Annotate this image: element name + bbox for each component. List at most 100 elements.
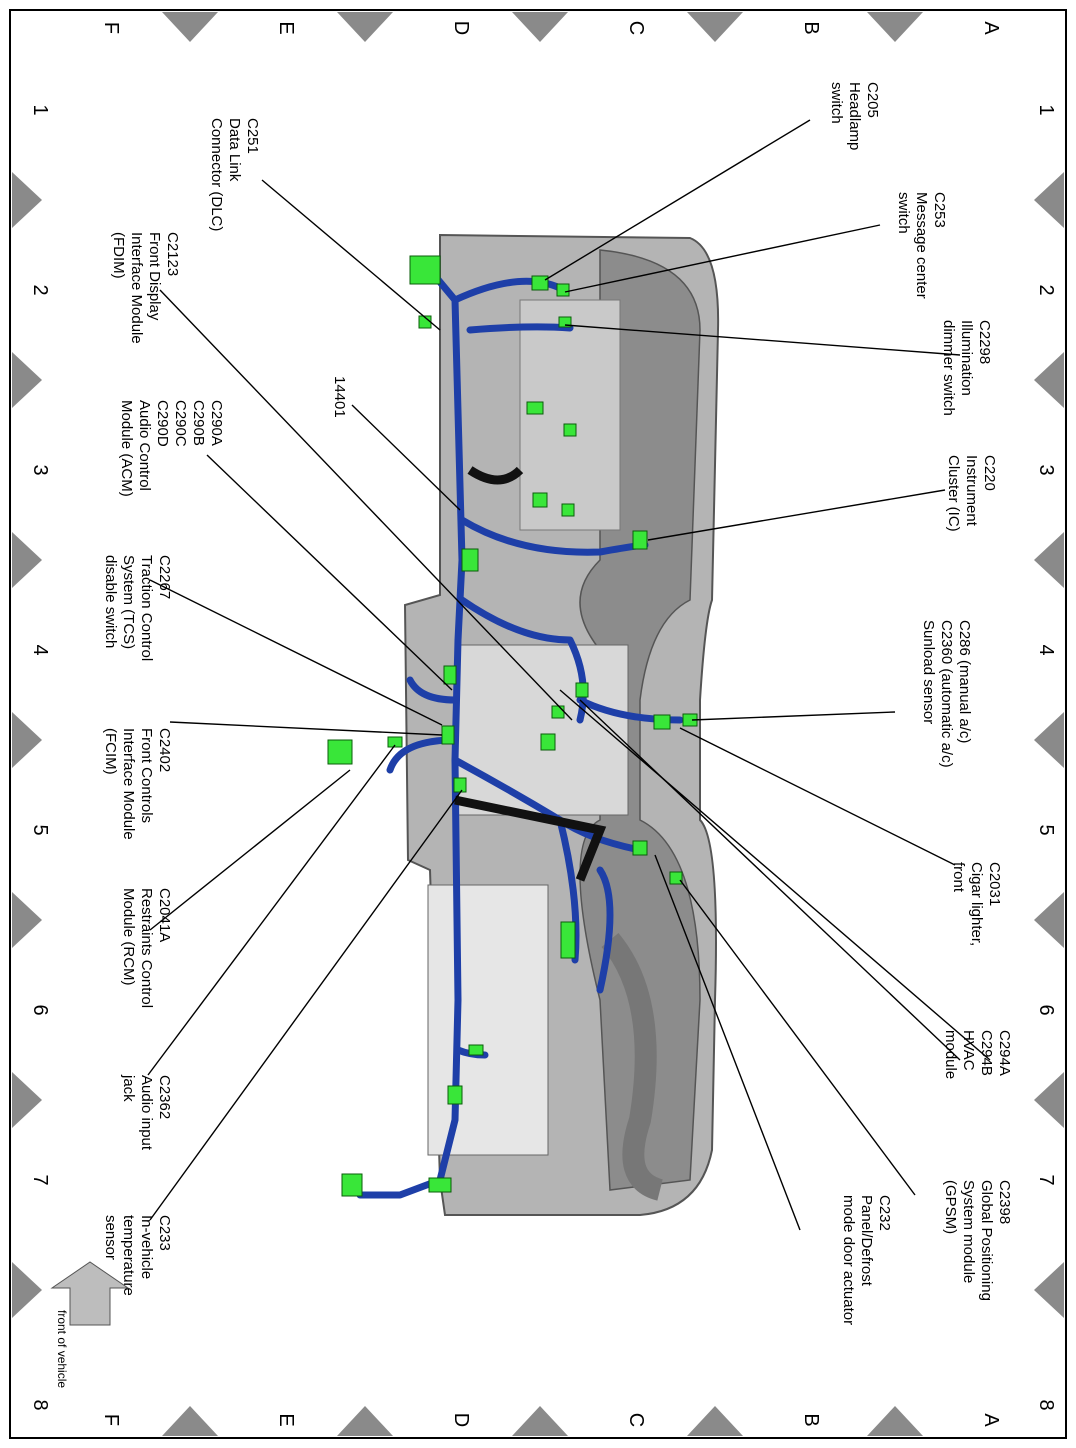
callout-line: sensor bbox=[102, 1215, 119, 1260]
front-arrow-icon bbox=[50, 1261, 130, 1326]
connector bbox=[531, 275, 549, 291]
connector bbox=[526, 401, 544, 415]
callout-line: Cluster (IC) bbox=[945, 455, 962, 532]
grid-marker bbox=[1034, 352, 1064, 408]
callout-line: dimmer switch bbox=[940, 320, 957, 416]
callout-line: Instrument bbox=[963, 455, 980, 527]
grid-letter: B bbox=[800, 21, 822, 34]
callout-line: Interface Module bbox=[120, 728, 137, 840]
grid-number: 2 bbox=[1035, 284, 1057, 295]
leader-line bbox=[261, 179, 441, 331]
callout-line: (GPSM) bbox=[942, 1180, 959, 1234]
grid-number: 8 bbox=[29, 1399, 51, 1410]
callout-line: C2360 (automatic a/c) bbox=[938, 620, 955, 768]
leader-line bbox=[679, 879, 916, 1196]
grid-marker bbox=[162, 1406, 218, 1436]
center-stack bbox=[457, 644, 629, 816]
connector bbox=[387, 736, 403, 748]
grid-marker bbox=[1034, 532, 1064, 588]
connector bbox=[428, 1177, 452, 1193]
harness-label: 14401 bbox=[331, 376, 348, 418]
grid-marker bbox=[12, 532, 42, 588]
grid-marker bbox=[1034, 1262, 1064, 1318]
callout-line: C286 (manual a/c) bbox=[956, 620, 973, 743]
callout-line: Panel/Defrost bbox=[858, 1195, 875, 1287]
grid-marker bbox=[1034, 1072, 1064, 1128]
connector bbox=[558, 316, 572, 328]
callout-line: Restraints Control bbox=[138, 888, 155, 1008]
leader-line bbox=[544, 119, 811, 281]
callout-line: module bbox=[942, 1030, 959, 1079]
callout-line: System module bbox=[960, 1180, 977, 1283]
grid-marker bbox=[512, 12, 568, 42]
callout-line: In-vehicle bbox=[138, 1215, 155, 1279]
leader-line bbox=[159, 289, 573, 721]
connector bbox=[327, 739, 353, 765]
callout-line: C290A bbox=[208, 400, 225, 446]
connector bbox=[575, 682, 589, 698]
connector bbox=[453, 777, 467, 793]
grid-marker bbox=[867, 12, 923, 42]
connector bbox=[532, 492, 548, 508]
callout-line: C290D bbox=[154, 400, 171, 447]
callout-line: Cigar lighter, bbox=[968, 862, 985, 946]
grid-number: 3 bbox=[1035, 464, 1057, 475]
callout-line: Sunload sensor bbox=[920, 620, 937, 724]
connector bbox=[632, 530, 648, 550]
grid-number: 4 bbox=[29, 644, 51, 655]
callout-line: C253 bbox=[931, 192, 948, 228]
callout-line: C2362 bbox=[156, 1075, 173, 1119]
callout-line: Interface Module bbox=[128, 232, 145, 344]
duct bbox=[601, 932, 664, 1201]
grid-letter: D bbox=[450, 1413, 472, 1427]
callout-line: C290B bbox=[190, 400, 207, 446]
callout-line: C2398 bbox=[996, 1180, 1013, 1224]
connectors bbox=[327, 255, 698, 1197]
front-arrow: front of vehicle bbox=[50, 1261, 130, 1388]
grid-letter: D bbox=[450, 21, 472, 35]
grid-number: 5 bbox=[1035, 824, 1057, 835]
grid-number: 7 bbox=[1035, 1174, 1057, 1185]
grid-marker bbox=[12, 892, 42, 948]
callout-line: Module (ACM) bbox=[118, 400, 135, 497]
callout-line: C220 bbox=[981, 455, 998, 491]
connector bbox=[461, 548, 479, 572]
callout-line: C233 bbox=[156, 1215, 173, 1251]
connector bbox=[632, 840, 648, 856]
callout-line: C2123 bbox=[164, 232, 181, 276]
grid-number: 5 bbox=[29, 824, 51, 835]
front-of-vehicle-label: front of vehicle bbox=[55, 1310, 69, 1388]
callout-line: Headlamp bbox=[846, 82, 863, 150]
leader-lines bbox=[147, 119, 991, 1231]
grid-marker bbox=[867, 1406, 923, 1436]
leader-line bbox=[206, 454, 453, 691]
grid-number: 3 bbox=[29, 464, 51, 475]
leader-line bbox=[647, 489, 946, 541]
grid-letter: A bbox=[980, 21, 1002, 35]
grid-marker bbox=[12, 712, 42, 768]
callout-line: C2031 bbox=[986, 862, 1003, 906]
leader-line bbox=[149, 769, 351, 931]
grid-letter: A bbox=[980, 1413, 1002, 1427]
callout-line: temperature bbox=[120, 1215, 137, 1296]
callout-line: C205 bbox=[864, 82, 881, 118]
leader-line bbox=[654, 854, 801, 1231]
callout-line: C294A bbox=[996, 1030, 1013, 1076]
connector bbox=[563, 423, 577, 437]
grid-marker bbox=[1034, 712, 1064, 768]
leader-line bbox=[564, 224, 881, 293]
callout-line: Audio Control bbox=[136, 400, 153, 491]
grid-letter: C bbox=[625, 21, 647, 35]
leader-line bbox=[351, 404, 461, 511]
callout-line: HVAC bbox=[960, 1030, 977, 1071]
callout-line: C232 bbox=[876, 1195, 893, 1231]
